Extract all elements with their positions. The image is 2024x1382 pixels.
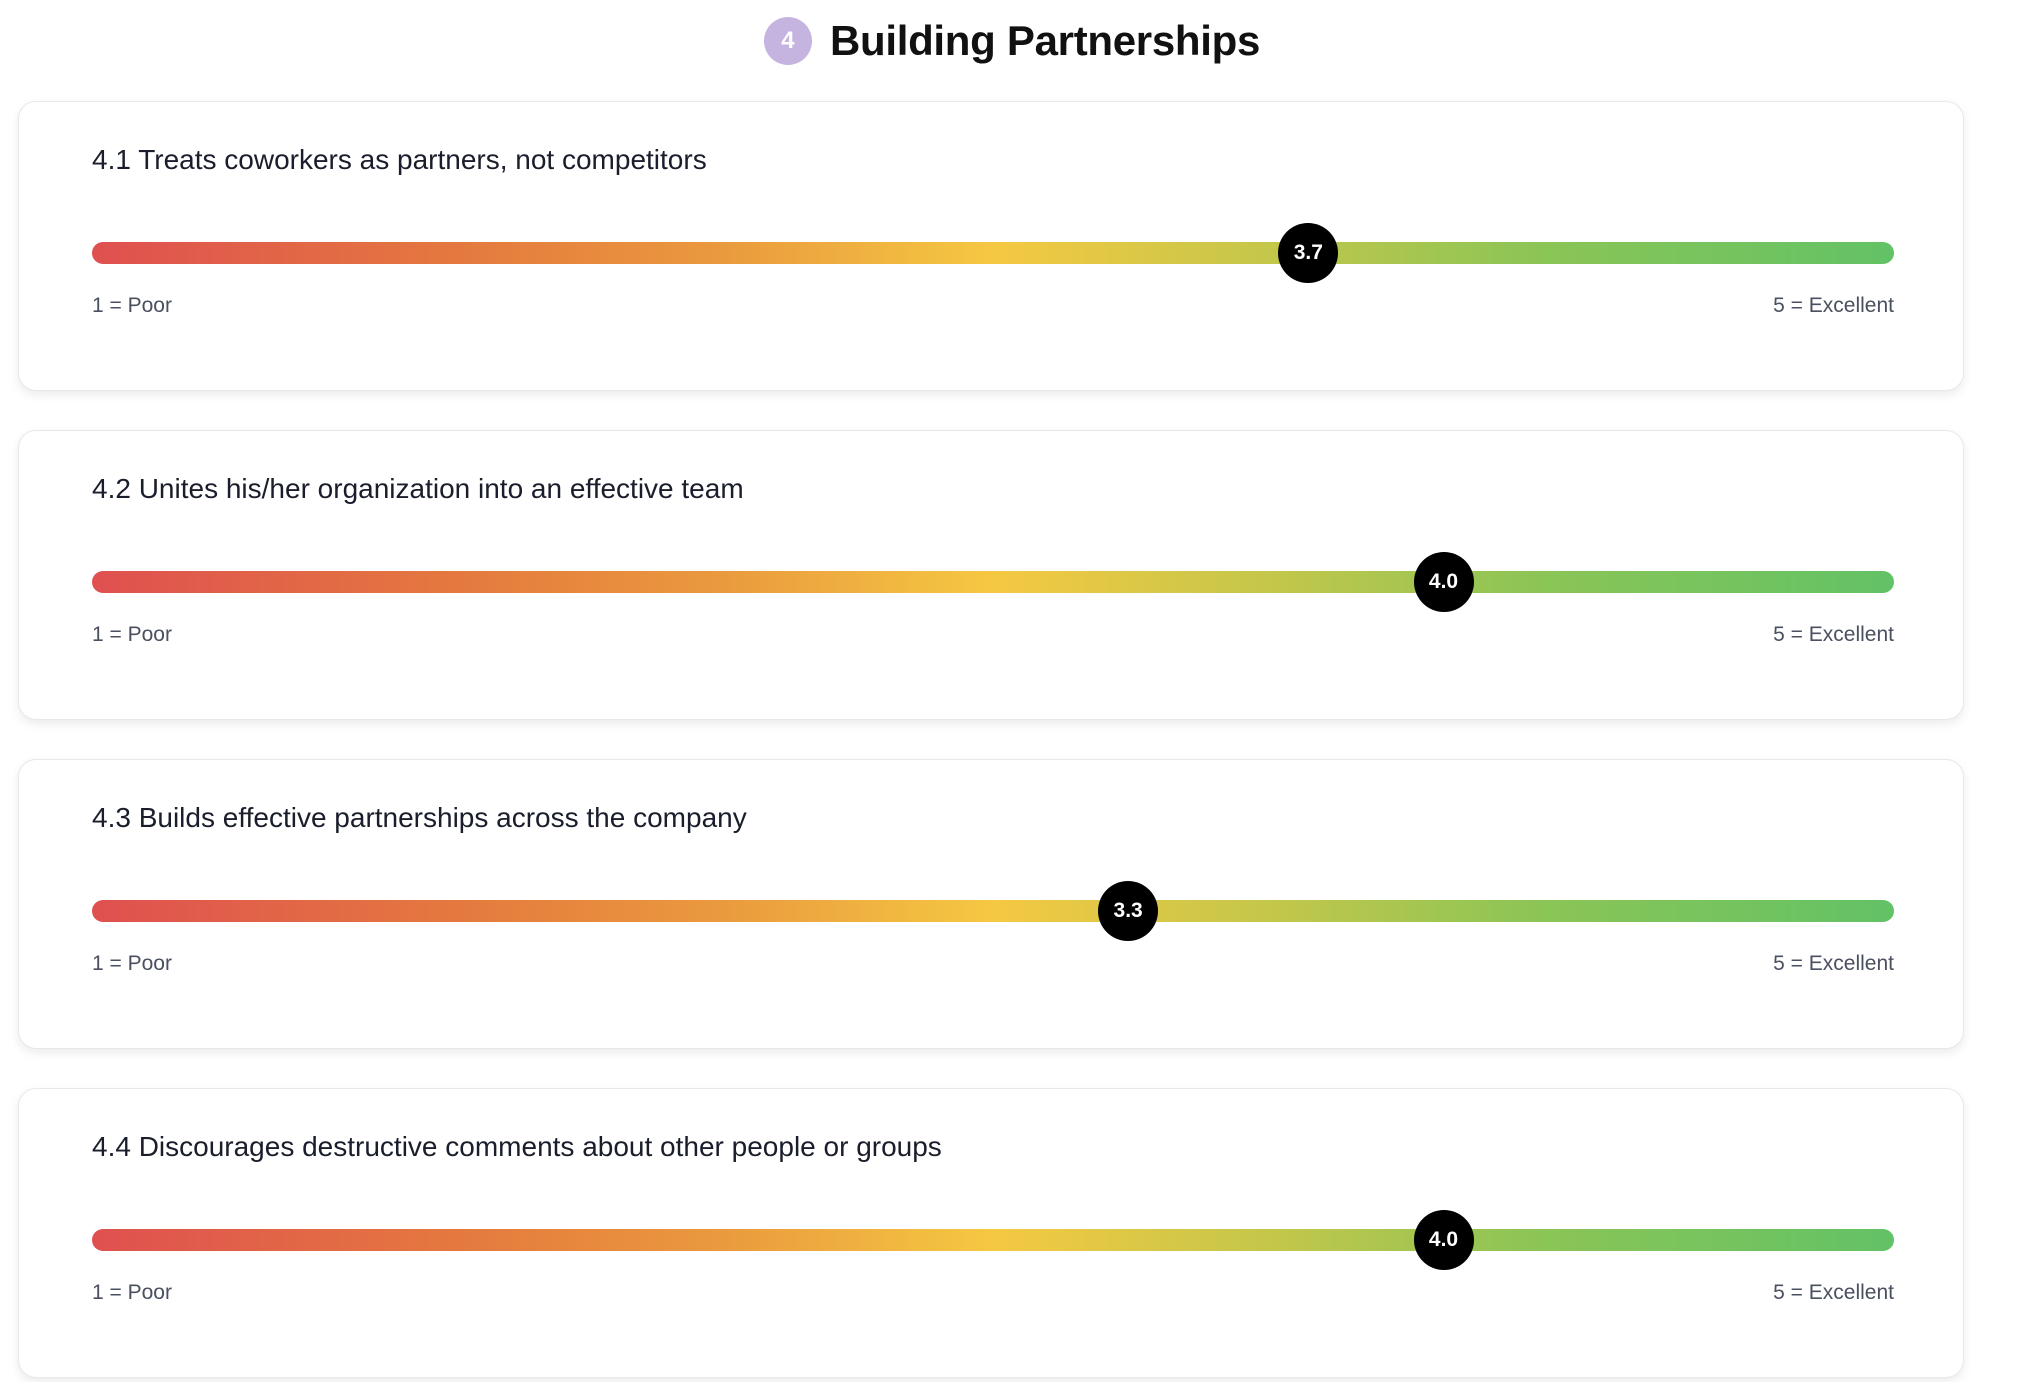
scale-max-label: 5 = Excellent	[1773, 294, 1894, 317]
scale-min-label: 1 = Poor	[92, 623, 172, 646]
rating-slider-handle[interactable]: 3.7	[1278, 223, 1339, 283]
section-header: 4 Building Partnerships	[0, 10, 2024, 72]
scale-min-label: 1 = Poor	[92, 294, 172, 317]
rating-slider-track[interactable]: 3.7	[92, 223, 1894, 283]
rating-card: 4.2 Unites his/her organization into an …	[18, 430, 1964, 720]
question-label: 4.4 Discourages destructive comments abo…	[92, 1131, 942, 1162]
scale-min-label: 1 = Poor	[92, 1281, 172, 1304]
rating-slider-track[interactable]: 4.0	[92, 1210, 1894, 1270]
rating-slider-handle[interactable]: 3.3	[1098, 881, 1159, 941]
scale-max-label: 5 = Excellent	[1773, 952, 1894, 975]
rating-card: 4.4 Discourages destructive comments abo…	[18, 1088, 1964, 1378]
section-number-badge: 4	[763, 17, 812, 65]
question-label: 4.1 Treats coworkers as partners, not co…	[92, 144, 707, 175]
rating-slider-track[interactable]: 4.0	[92, 552, 1894, 612]
rating-card: 4.3 Builds effective partnerships across…	[18, 759, 1964, 1049]
rating-card: 4.1 Treats coworkers as partners, not co…	[18, 101, 1964, 391]
section-title: Building Partnerships	[829, 17, 1261, 64]
question-label: 4.3 Builds effective partnerships across…	[92, 802, 747, 833]
scale-max-label: 5 = Excellent	[1773, 623, 1894, 646]
scale-min-label: 1 = Poor	[92, 952, 172, 975]
question-label: 4.2 Unites his/her organization into an …	[92, 473, 744, 504]
rating-slider-handle[interactable]: 4.0	[1413, 1210, 1474, 1270]
rating-slider-handle[interactable]: 4.0	[1413, 552, 1474, 612]
rating-slider-track[interactable]: 3.3	[92, 881, 1894, 941]
scale-max-label: 5 = Excellent	[1773, 1281, 1894, 1304]
